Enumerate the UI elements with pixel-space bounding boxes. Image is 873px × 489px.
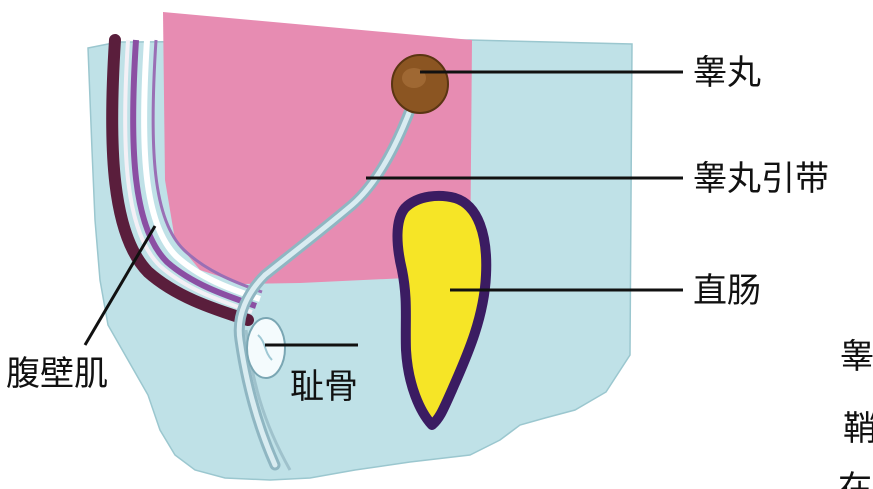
cropped-text-2: 鞘 — [843, 409, 873, 449]
label-testis: 睾丸 — [693, 53, 761, 93]
label-pubis: 耻骨 — [290, 367, 358, 407]
testis — [392, 55, 448, 113]
pubic-bone — [247, 318, 285, 378]
label-rectum: 直肠 — [693, 271, 761, 311]
cropped-text-3: 在 — [838, 469, 872, 489]
label-abdominal-wall: 腹壁肌 — [6, 354, 108, 394]
cropped-text-1: 睾 — [840, 337, 873, 377]
label-gubernaculum: 睾丸引带 — [693, 159, 829, 199]
